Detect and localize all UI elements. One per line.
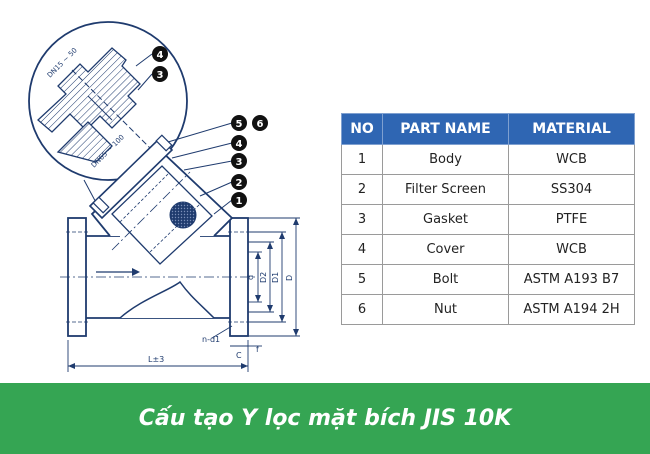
row-no: 1	[341, 144, 383, 175]
callout-6: 6	[252, 115, 268, 131]
row-material: ASTM A194 2H	[508, 294, 635, 325]
row-part-name: Nut	[382, 294, 509, 325]
y-strainer-drawing: DN15 ~ 50 DN65 ~ 100	[28, 21, 300, 372]
table-row: 1 Body WCB	[341, 144, 635, 175]
dim-f-label: f	[256, 345, 259, 354]
row-no: 6	[341, 294, 383, 325]
callout-leaders	[135, 53, 233, 215]
callout-text: 3	[236, 157, 243, 168]
dim-d1-label: D1	[271, 272, 280, 283]
table-header-row: NO PART NAME MATERIAL	[341, 113, 635, 145]
callout-text: 5	[236, 119, 243, 130]
table-row: 4 Cover WCB	[341, 234, 635, 265]
callout-4-detail: 4	[152, 46, 168, 62]
callout-4: 4	[231, 135, 247, 151]
callout-2: 2	[231, 174, 247, 190]
row-no: 4	[341, 234, 383, 265]
dim-d-label: d	[246, 275, 255, 280]
parts-table: NO PART NAME MATERIAL 1 Body WCB 2 Filte…	[341, 113, 635, 325]
table-row: 2 Filter Screen SS304	[341, 174, 635, 205]
row-material: PTFE	[508, 204, 635, 235]
row-no: 2	[341, 174, 383, 205]
callout-3: 3	[231, 153, 247, 169]
callout-text: 1	[236, 196, 243, 207]
table-row: 6 Nut ASTM A194 2H	[341, 294, 635, 325]
row-no: 3	[341, 204, 383, 235]
row-material: SS304	[508, 174, 635, 205]
row-material: WCB	[508, 234, 635, 265]
dim-c-label: C	[236, 351, 242, 360]
dimensions	[67, 217, 300, 372]
header-material: MATERIAL	[508, 113, 635, 145]
dim-D-label: D	[285, 275, 294, 281]
detail-view: DN15 ~ 50 DN65 ~ 100	[28, 21, 188, 181]
banner-title: Cấu tạo Y lọc mặt bích JIS 10K	[138, 406, 512, 431]
callout-text: 6	[257, 119, 264, 130]
row-material: WCB	[508, 144, 635, 175]
row-no: 5	[341, 264, 383, 295]
row-material: ASTM A193 B7	[508, 264, 635, 295]
callout-text: 4	[157, 50, 164, 61]
table-row: 5 Bolt ASTM A193 B7	[341, 264, 635, 295]
dim-nd1-label: n-d1	[202, 335, 220, 344]
dimension-arrows	[68, 218, 299, 369]
row-part-name: Cover	[382, 234, 509, 265]
callout-text: 2	[236, 178, 243, 189]
row-part-name: Body	[382, 144, 509, 175]
row-part-name: Bolt	[382, 264, 509, 295]
callout-text: 3	[157, 70, 164, 81]
title-banner: Cấu tạo Y lọc mặt bích JIS 10K	[0, 383, 650, 454]
strainer-body	[60, 134, 256, 337]
row-part-name: Gasket	[382, 204, 509, 235]
callout-1: 1	[231, 192, 247, 208]
dim-length-label: L±3	[148, 355, 164, 364]
row-part-name: Filter Screen	[382, 174, 509, 205]
header-no: NO	[341, 113, 383, 145]
callout-5: 5	[231, 115, 247, 131]
callout-3-detail: 3	[152, 66, 168, 82]
header-part-name: PART NAME	[382, 113, 509, 145]
dim-d2-label: D2	[259, 272, 268, 283]
callout-text: 4	[236, 139, 243, 150]
table-row: 3 Gasket PTFE	[341, 204, 635, 235]
